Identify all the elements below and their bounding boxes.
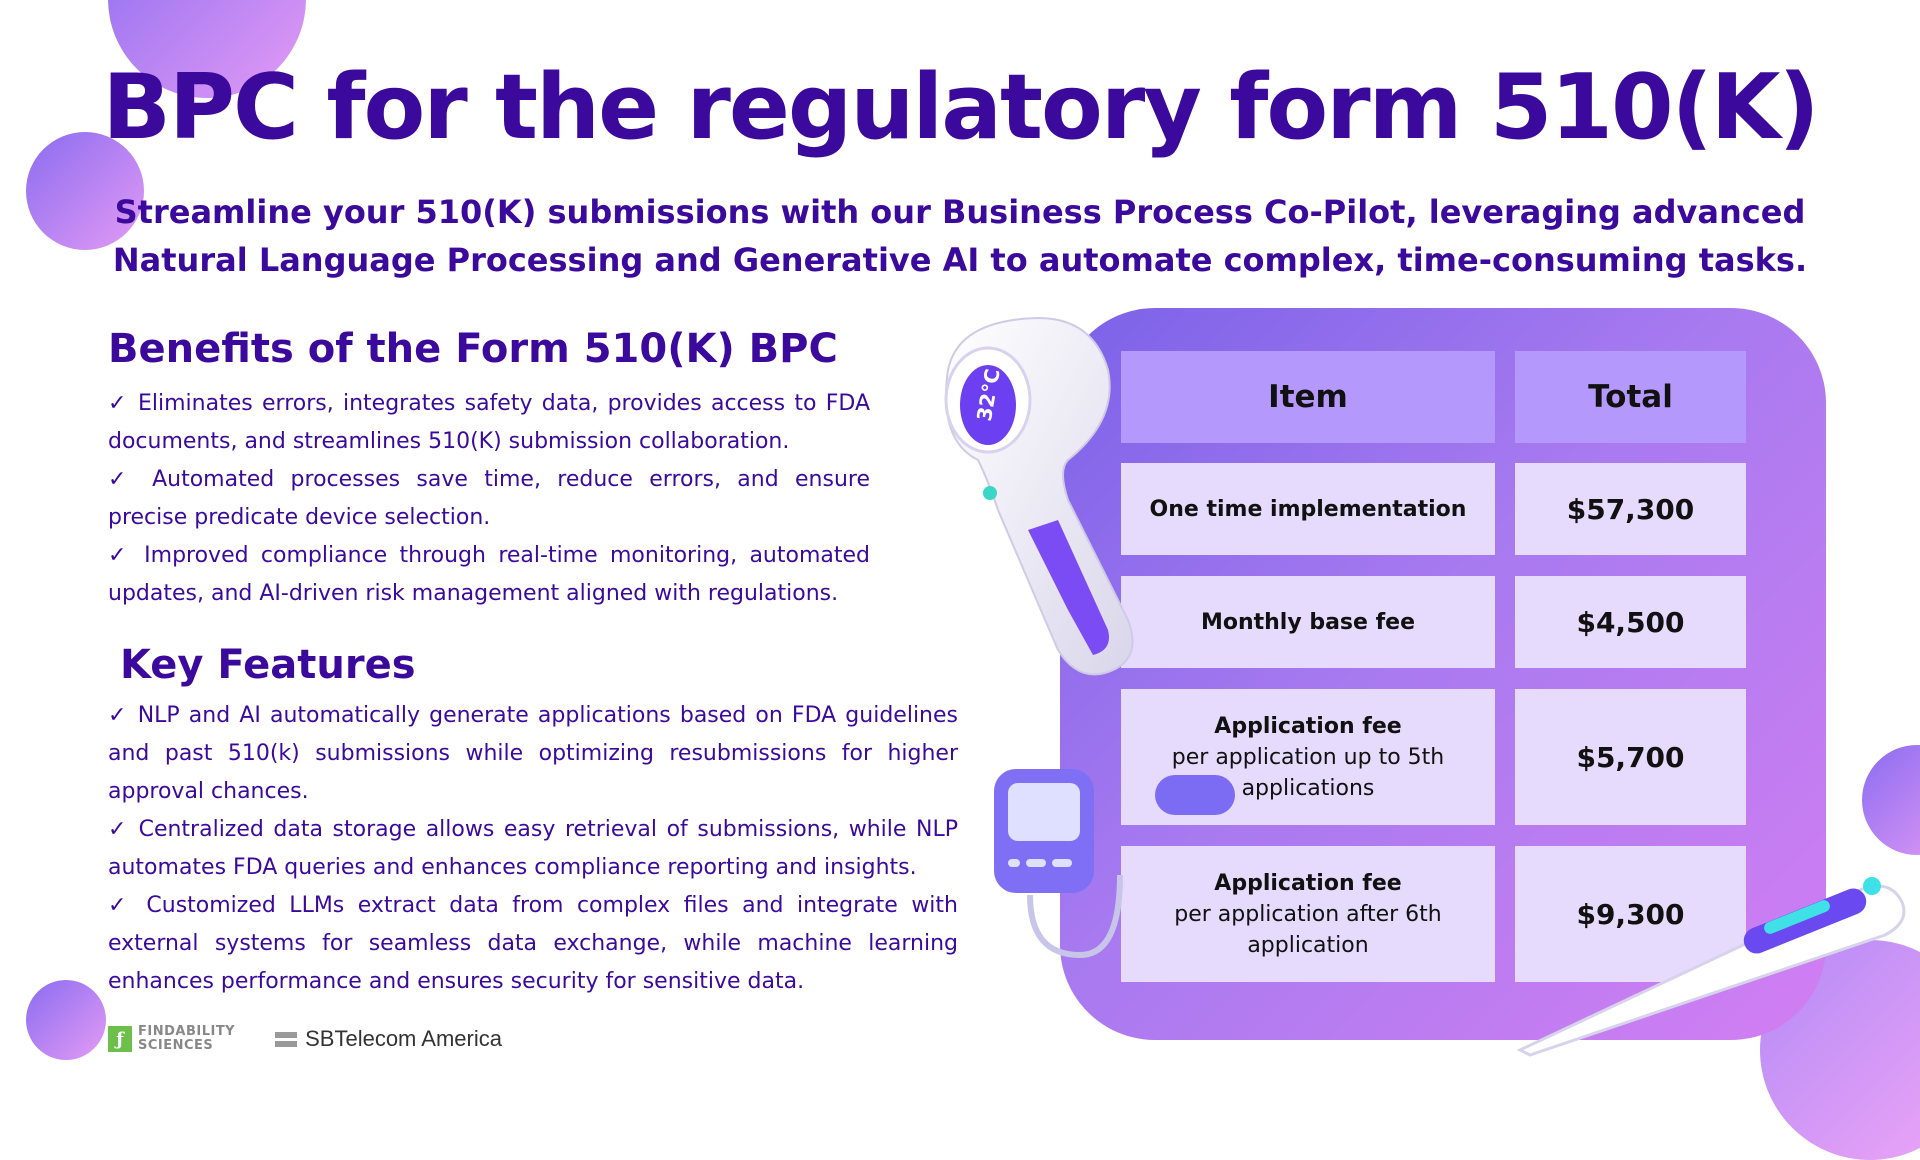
subtitle-line-2: Natural Language Processing and Generati… xyxy=(112,241,1808,279)
benefit-item: ✓ Improved compliance through real-time … xyxy=(108,543,870,606)
decor-bubble-right xyxy=(1862,745,1920,855)
partner-logos: ƒ FINDABILITY SCIENCES SBTelecom America xyxy=(108,1022,502,1056)
feature-item: ✓ NLP and AI automatically generate appl… xyxy=(108,703,958,804)
feature-item: ✓ Centralized data storage allows easy r… xyxy=(108,817,958,880)
table-header-item: Item xyxy=(1121,351,1495,443)
blood-pressure-monitor-illustration xyxy=(994,769,1235,959)
subtitle-line-1: Streamline your 510(K) submissions with … xyxy=(114,193,1806,231)
table-row-implementation-item: One time implementation xyxy=(1121,463,1495,555)
sbtelecom-logo: SBTelecom America xyxy=(275,1026,502,1052)
digital-thermometer-illustration xyxy=(1516,877,1906,1057)
page-title: BPC for the regulatory form 510(K) xyxy=(102,55,1819,160)
table-header-total: Total xyxy=(1515,351,1746,443)
table-row-implementation-total: $57,300 xyxy=(1515,463,1746,555)
sbtelecom-mark-icon xyxy=(275,1031,298,1047)
features-heading: Key Features xyxy=(120,642,416,688)
table-row-app-fee-2-item: Application fee per application after 6t… xyxy=(1121,846,1495,982)
table-row-monthly-item: Monthly base fee xyxy=(1121,576,1495,668)
benefit-item: ✓ Eliminates errors, integrates safety d… xyxy=(108,391,870,454)
findability-sciences-logo: ƒ FINDABILITY SCIENCES xyxy=(108,1025,235,1053)
features-list: ✓ NLP and AI automatically generate appl… xyxy=(108,697,958,1001)
benefits-list: ✓ Eliminates errors, integrates safety d… xyxy=(108,385,870,613)
benefits-heading: Benefits of the Form 510(K) BPC xyxy=(108,326,838,372)
benefit-item: ✓ Automated processes save time, reduce … xyxy=(108,467,870,530)
page-subtitle: Streamline your 510(K) submissions with … xyxy=(80,188,1840,284)
decor-bubble-bottom-left xyxy=(26,980,106,1060)
infrared-thermometer-illustration: 32°C xyxy=(944,316,1134,676)
feature-item: ✓ Customized LLMs extract data from comp… xyxy=(108,893,958,994)
decor-bubble-left xyxy=(26,132,144,250)
table-row-monthly-total: $4,500 xyxy=(1515,576,1746,668)
table-row-app-fee-2-total: $9,300 xyxy=(1515,846,1746,982)
findability-mark-icon: ƒ xyxy=(108,1026,132,1052)
table-row-app-fee-1-total: $5,700 xyxy=(1515,689,1746,825)
